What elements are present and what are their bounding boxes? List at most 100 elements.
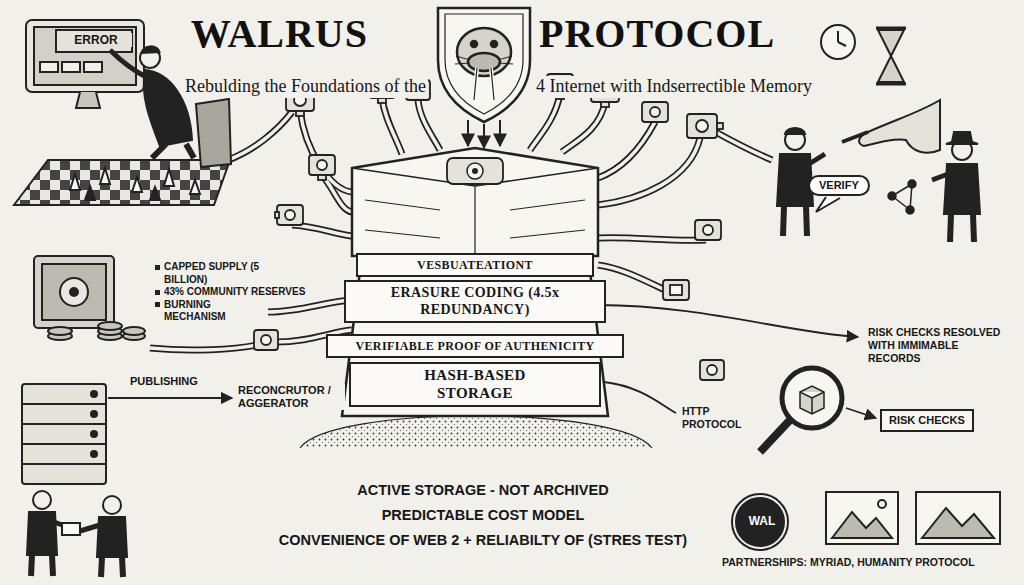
pipes bbox=[150, 94, 772, 402]
storage-stack bbox=[352, 148, 598, 256]
people bbox=[946, 132, 978, 144]
publishing-server bbox=[91, 431, 97, 437]
time-and-hand bbox=[838, 31, 846, 46]
stack-layer: HASH-BASED STORAGE bbox=[349, 362, 601, 407]
people bbox=[97, 517, 127, 557]
people bbox=[103, 496, 121, 514]
protocol-label: HTTP PROTOCOL bbox=[680, 405, 756, 431]
flow-label: PUBLISHING bbox=[128, 375, 200, 388]
machines bbox=[687, 114, 723, 138]
machines bbox=[261, 335, 271, 345]
machines bbox=[275, 205, 303, 225]
computer-user-scene bbox=[62, 62, 80, 72]
machines bbox=[703, 225, 713, 235]
publishing-server bbox=[22, 384, 106, 484]
token-safe bbox=[155, 302, 160, 307]
subtitle: Rebulding the Foundations of the bbox=[183, 76, 428, 98]
node-text: VESBUATEATIONT bbox=[364, 258, 586, 272]
token-safe bbox=[34, 256, 114, 328]
machines bbox=[642, 102, 668, 122]
storage-stack bbox=[300, 148, 652, 448]
time-and-hand bbox=[821, 25, 940, 153]
subtitle: 4 Internet with Indserrectible Memory bbox=[534, 76, 814, 98]
shield-arrows bbox=[499, 120, 501, 146]
people bbox=[785, 130, 805, 150]
people bbox=[62, 523, 80, 535]
token-fact: 43% COMMUNITY RESERVES bbox=[162, 286, 331, 299]
machines bbox=[707, 365, 717, 375]
people bbox=[62, 496, 127, 577]
walrus-shield bbox=[455, 56, 513, 64]
storage-stack bbox=[447, 158, 503, 184]
stack-layer: VERIFIABLE PROOF OF AUTHENICITY bbox=[326, 334, 624, 358]
machines bbox=[650, 107, 660, 117]
machines bbox=[254, 74, 724, 380]
feature-line: CONVENIENCE OF WEB 2 + RELIABILTY OF (ST… bbox=[277, 532, 689, 549]
time-and-hand bbox=[821, 25, 855, 59]
machines bbox=[277, 205, 303, 225]
partner-icons bbox=[732, 492, 1000, 550]
node-text: ERASURE CODING (4.5x REDUNDANCY) bbox=[389, 285, 561, 318]
screen-message: ERROR bbox=[60, 33, 132, 47]
machines bbox=[601, 102, 609, 107]
people bbox=[27, 491, 76, 576]
partner-icons bbox=[878, 500, 886, 508]
computer-user-scene bbox=[152, 144, 194, 158]
token-safe bbox=[48, 332, 72, 340]
callout-note: RISK CHECKS RESOLVED WITH IMMIMABLE RECO… bbox=[866, 326, 1012, 365]
computer-user-scene bbox=[76, 92, 100, 108]
shield-arrows bbox=[468, 120, 500, 148]
people bbox=[932, 174, 948, 180]
network-icon bbox=[888, 192, 896, 200]
computer-user-scene bbox=[110, 50, 148, 78]
time-and-hand bbox=[842, 132, 868, 142]
stack-layer: VESBUATEATIONT bbox=[356, 253, 594, 277]
computer-user-scene bbox=[84, 62, 102, 72]
computer-user-scene bbox=[70, 168, 200, 194]
node-text: RISK CHECKS bbox=[889, 414, 965, 427]
computer-user-scene bbox=[56, 30, 132, 52]
token-fact: BURNING MECHANISM bbox=[162, 299, 246, 324]
machines bbox=[254, 330, 278, 350]
partner-icons bbox=[832, 512, 892, 538]
machines bbox=[275, 212, 279, 218]
token-safe bbox=[98, 332, 122, 340]
token-fact: CAPPED SUPPLY (5 BILLION) bbox=[162, 261, 266, 286]
time-and-hand bbox=[859, 100, 940, 153]
publishing-server bbox=[91, 451, 97, 457]
process-box: RISK CHECKS bbox=[880, 409, 974, 432]
people bbox=[816, 197, 840, 212]
token-safe bbox=[98, 322, 122, 330]
people bbox=[31, 555, 53, 576]
shield-arrows bbox=[467, 120, 469, 146]
time-and-hand bbox=[878, 30, 904, 82]
storage-stack bbox=[300, 416, 652, 448]
token-safe bbox=[60, 278, 88, 306]
machines bbox=[700, 360, 724, 380]
machines bbox=[695, 220, 721, 240]
partner-icons bbox=[916, 492, 1000, 544]
people bbox=[33, 491, 51, 509]
publishing-server bbox=[22, 404, 106, 464]
people bbox=[809, 154, 825, 164]
machines bbox=[296, 111, 304, 116]
people bbox=[950, 214, 974, 242]
magnifier bbox=[800, 386, 824, 414]
token-safe bbox=[98, 327, 122, 335]
partner-icons bbox=[736, 498, 784, 546]
flow-lines bbox=[108, 397, 232, 399]
partner-icons bbox=[732, 494, 788, 550]
walrus-shield bbox=[474, 68, 494, 100]
storage-stack bbox=[352, 168, 598, 186]
storage-stack bbox=[472, 168, 478, 174]
logo-text: WAL bbox=[740, 514, 784, 528]
people bbox=[932, 132, 980, 242]
token-safe bbox=[155, 265, 160, 270]
people bbox=[80, 525, 100, 531]
shield-arrows bbox=[483, 124, 485, 148]
flow-lines bbox=[604, 382, 676, 413]
machines bbox=[695, 220, 721, 240]
pipes bbox=[150, 94, 772, 402]
storage-stack bbox=[300, 416, 652, 448]
partnerships-note: PARTNERSHIPS: MYRIAD, HUMANITY PROTOCOL bbox=[720, 556, 1020, 569]
